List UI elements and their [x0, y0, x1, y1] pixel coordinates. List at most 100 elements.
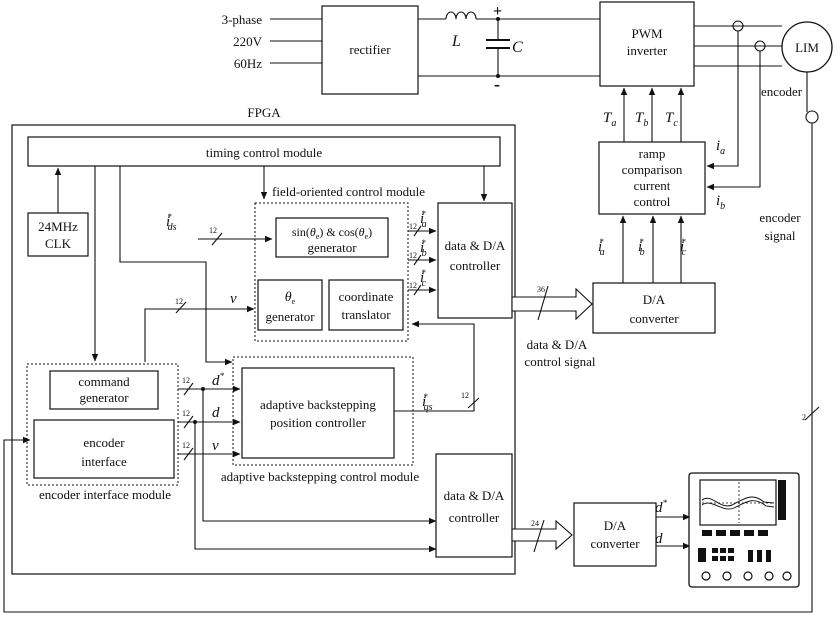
ia-bus-width: 12: [409, 222, 417, 231]
bus-arrow-24: [511, 519, 573, 551]
encoder-disk: [805, 110, 819, 124]
ids-label: i*ds: [166, 212, 177, 233]
ctrl-signal-label-1: data & D/A: [527, 337, 588, 352]
current-control: ramp comparison current control ia ib: [598, 31, 761, 215]
foc-module-title: field-oriented control module: [272, 184, 425, 199]
bus-arrows: 36 data & D/A control signal 24: [511, 285, 596, 553]
abs-controller-block: [241, 367, 395, 459]
theta-label: θe: [285, 290, 296, 306]
gate-label-a: Ta: [603, 110, 616, 129]
plus-sign: +: [493, 3, 502, 20]
ic-ref-label: i*c: [420, 268, 427, 289]
encoder-module-title: encoder interface module: [39, 487, 171, 502]
coord-label-2: translator: [341, 307, 391, 322]
v-label-top: v: [230, 291, 237, 307]
encoder-signal-label-1: encoder: [759, 210, 801, 225]
dstar-bus-width: 12: [182, 376, 190, 385]
rectifier-label: rectifier: [349, 42, 391, 57]
theta-label-2: generator: [265, 309, 315, 324]
cmd-gen-label-1: command: [78, 374, 130, 389]
ib-ref-label: i*b: [420, 238, 427, 259]
feedback-ia: [706, 31, 739, 170]
dac-ctrl-top-label-2: controller: [450, 258, 501, 273]
pwm-inverter-block: [599, 1, 695, 87]
dac-ctrl-top-label-1: data & D/A: [445, 238, 506, 253]
capacitor: [486, 17, 510, 78]
dac-top-label-2: converter: [629, 311, 679, 326]
sincos-generator-block: [275, 217, 389, 258]
d-bus-width: 12: [182, 409, 190, 418]
dac-ctrl-bottom-label-1: data & D/A: [444, 488, 505, 503]
v-bus-width: 12: [175, 297, 183, 306]
supply-frequency-label: 60Hz: [234, 56, 262, 71]
ramp-label-2: comparison: [622, 162, 683, 177]
dac-bottom-block: [573, 502, 657, 567]
enc-if-label-2: interface: [81, 454, 127, 469]
ramp-label-1: ramp: [639, 146, 666, 161]
fpga-boundary: [11, 124, 516, 575]
supply-phase-label: 3-phase: [222, 12, 263, 27]
dac-top: D/A converter i*a i*b i*c: [592, 215, 716, 334]
oscilloscope: [688, 472, 800, 588]
encoder-label: encoder: [761, 84, 803, 99]
ib-bus-width: 12: [409, 251, 417, 260]
v-label: v: [212, 438, 219, 454]
enc-if-label-1: encoder: [83, 435, 125, 450]
scope-buttons: [698, 480, 786, 562]
timing-control-label: timing control module: [206, 145, 322, 160]
v-bus-width2: 12: [182, 441, 190, 450]
foc-module-boundary: [254, 202, 409, 342]
iqs-label: i*qs: [422, 392, 433, 413]
ramp-label-4: control: [634, 194, 671, 209]
fpga-title: FPGA: [247, 105, 281, 120]
d-to-dac2: [194, 422, 437, 553]
gate-label-b: Tb: [635, 110, 648, 129]
ramp-label-3: current: [634, 178, 671, 193]
bus-width-24: 24: [531, 519, 539, 528]
theta-generator-block: [257, 279, 323, 331]
capacitor-label: C: [512, 39, 523, 56]
dac-bottom: D/A converter d* d: [573, 498, 691, 567]
inductor-coil: [445, 11, 477, 20]
timing-to-abs: [119, 166, 233, 366]
clock-label-2: CLK: [45, 236, 72, 251]
dac-top-block: [592, 282, 716, 334]
rectifier-block: [321, 5, 419, 95]
dac-ctrl-bottom-label-2: controller: [449, 510, 500, 525]
minus-sign: -: [494, 74, 500, 94]
gate-label-c: Tc: [665, 110, 678, 129]
scope-trace-2: [701, 500, 775, 510]
v-to-theta: [144, 305, 255, 362]
cmd-gen-label-2: generator: [79, 390, 129, 405]
scope-screen: [699, 479, 777, 526]
coordinate-translator-block: [328, 279, 404, 331]
inverter-label-2: inverter: [627, 43, 668, 58]
ref-label-c: i*c: [680, 237, 687, 258]
dstar-to-dac2: [202, 389, 437, 525]
encoder-interface-block: [33, 419, 175, 479]
encoder-signal-line: [3, 123, 813, 613]
dac-top-label-1: D/A: [643, 292, 666, 307]
feedback-ib: [706, 51, 761, 191]
ic-bus-width: 12: [409, 281, 417, 290]
ctrl-signal-label-2: control signal: [524, 354, 596, 369]
power-stage: 3-phase 220V 60Hz rectifier L C + - PWM …: [222, 1, 833, 142]
ids-bus-width: 12: [209, 226, 217, 235]
supply-voltage-label: 220V: [233, 34, 263, 49]
scope-d-label: d: [655, 531, 663, 547]
ib-label: ib: [716, 193, 725, 212]
dstar-label: d*: [212, 371, 225, 389]
dac-bottom-label-1: D/A: [604, 518, 627, 533]
d-label: d: [212, 405, 220, 421]
dac-controller-bottom: [435, 453, 513, 558]
bus-arrow-36: [511, 287, 593, 321]
scope-dstar-label: d*: [655, 498, 668, 516]
ia-label: ia: [716, 138, 725, 157]
inductor-label: L: [451, 33, 461, 50]
abs-label-2: position controller: [270, 415, 366, 430]
timing-control-block: [27, 136, 501, 167]
scope-trace-1: [701, 496, 775, 507]
clock-block: [27, 212, 89, 257]
fpga: FPGA timing control module 24MHz CLK fie…: [11, 105, 516, 575]
dac-bottom-label-2: converter: [590, 536, 640, 551]
